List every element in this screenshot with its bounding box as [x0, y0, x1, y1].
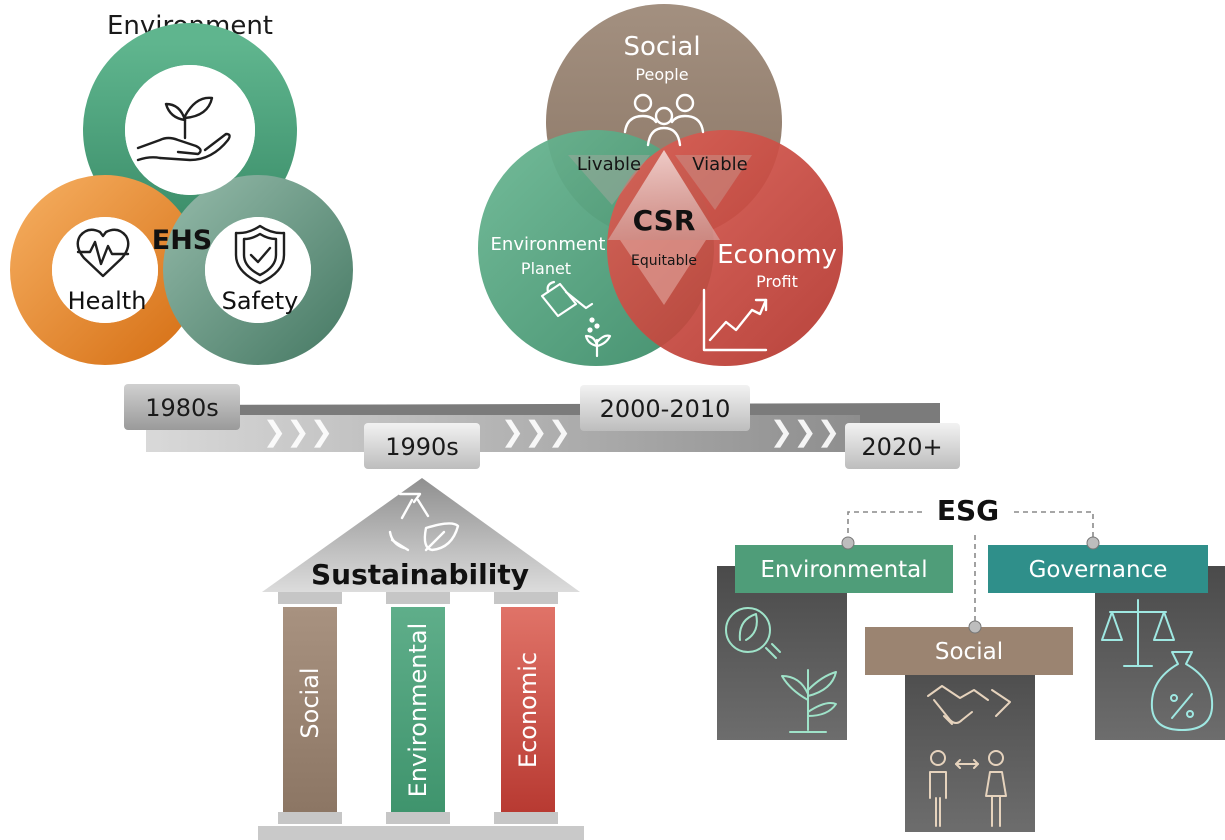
csr-social-sub: People — [635, 65, 688, 84]
trend-up-chart-icon — [702, 288, 768, 352]
temple-roof — [262, 478, 580, 592]
timeline-arrow-1: ❯❯❯ — [263, 415, 333, 448]
recycle-leaf-icon — [388, 492, 460, 552]
shield-check-icon — [234, 224, 286, 285]
era-1990s-label: 1990s — [385, 433, 459, 461]
era-2000-2010-label: 2000-2010 — [600, 395, 731, 423]
pillar-social — [283, 607, 337, 812]
pillar-economic — [501, 607, 555, 812]
timeline-arrow-3: ❯❯❯ — [770, 415, 840, 448]
csr-environment-sub: Planet — [521, 259, 571, 278]
era-2020-pill — [845, 423, 960, 469]
csr-economy-label: Economy — [717, 240, 837, 270]
csr-environment-label: Environment — [491, 234, 606, 255]
timeline: ❯❯❯ ❯❯❯ ❯❯❯ 1980s 1990s 2000-2010 2020+ — [124, 384, 960, 469]
ehs-safety-label: Safety — [222, 287, 299, 315]
era-1980s-label: 1980s — [145, 394, 219, 422]
csr-venn: Social People Livable Viable CSR Equitab… — [478, 4, 843, 366]
money-bag-percent-icon — [1150, 651, 1214, 731]
hand-plant-icon — [136, 96, 231, 162]
ehs-cluster: Environment EHS Health Safety — [10, 11, 353, 365]
plant-sprout-icon — [781, 669, 837, 733]
esg-title: ESG — [937, 494, 999, 527]
heart-pulse-icon — [76, 228, 130, 278]
esg-governance-header — [988, 545, 1208, 593]
csr-social-label: Social — [623, 32, 700, 62]
era-2020-label: 2020+ — [861, 433, 942, 461]
people-group-icon — [623, 93, 705, 147]
pillar-environmental — [391, 607, 445, 812]
watering-can-icon — [540, 280, 612, 358]
esg-social-label: Social — [935, 639, 1003, 665]
esg-social-header — [865, 627, 1073, 675]
ehs-health-label: Health — [68, 287, 147, 315]
pillar-social-label: Social — [296, 667, 324, 738]
temple-base — [258, 826, 584, 840]
sustainability-temple: Sustainability Social Environmental Econ… — [258, 478, 584, 840]
balance-scale-icon — [1101, 599, 1175, 667]
sustainability-title: Sustainability — [311, 558, 529, 591]
esg-governance-panel — [1095, 566, 1225, 740]
era-1990s-pill — [364, 423, 480, 469]
ehs-safety-ring — [163, 175, 353, 365]
csr-equitable-label: Equitable — [631, 253, 697, 269]
era-2000-2010-pill — [580, 385, 750, 431]
pillar-environmental-label: Environmental — [404, 623, 432, 798]
csr-viable-label: Viable — [692, 154, 747, 175]
esg-governance-label: Governance — [1029, 557, 1168, 583]
csr-title: CSR — [633, 204, 696, 237]
esg-environmental-panel — [717, 566, 847, 740]
ehs-title: EHS — [152, 225, 213, 256]
csr-livable-label: Livable — [577, 154, 641, 175]
esg-environmental-label: Environmental — [760, 557, 927, 583]
pillar-economic-label: Economic — [514, 652, 542, 768]
esg-cluster: ESG Environmental Social — [717, 494, 1225, 832]
leaf-plug-icon — [725, 607, 781, 659]
timeline-arrow-2: ❯❯❯ — [501, 415, 571, 448]
esg-social-panel — [905, 650, 1035, 832]
gender-equality-icon — [929, 750, 1007, 827]
csr-center-triangle — [608, 150, 720, 240]
era-1980s-pill — [124, 384, 240, 430]
csr-economy-sub: Profit — [756, 272, 798, 291]
esg-environmental-header — [735, 545, 953, 593]
handshake-icon — [927, 685, 1011, 725]
